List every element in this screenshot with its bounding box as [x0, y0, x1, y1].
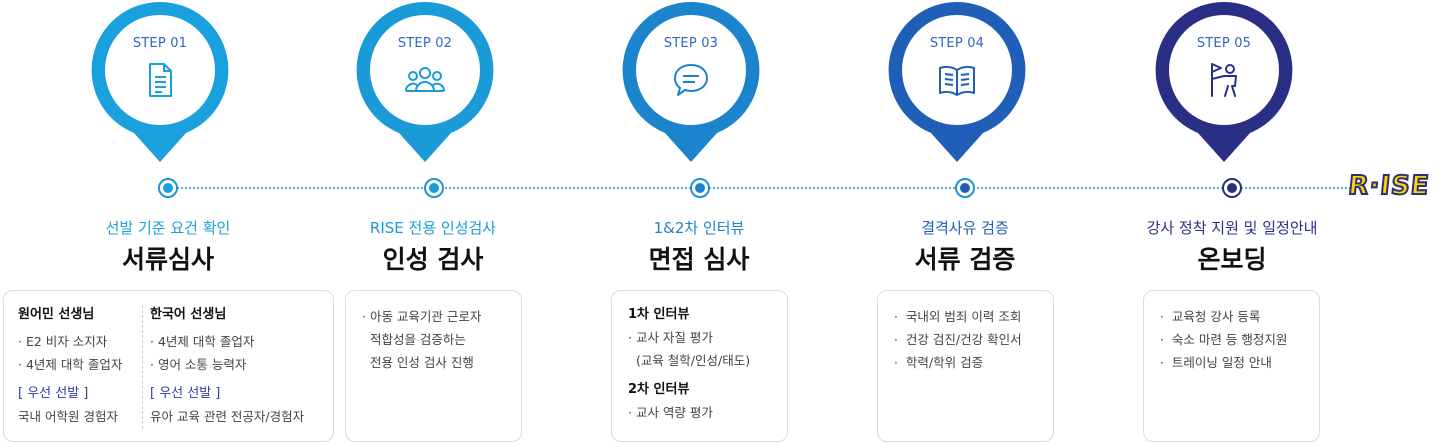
open-book-icon [937, 60, 977, 100]
step-5-subtitle: 강사 정착 지원 및 일정안내 [1146, 219, 1318, 237]
list-item: · 아동 교육기관 근로자 [362, 309, 482, 324]
step-2-title: 인성 검사 [382, 245, 484, 274]
list-item: · 교사 역량 평가 [628, 405, 713, 420]
step-4-card: · 국내외 범죄 이력 조회 · 건강 검진/건강 확인서 · 학력/학위 검증 [877, 290, 1054, 442]
korean-teacher-heading: 한국어 선생님 [150, 307, 227, 322]
document-icon [140, 60, 180, 100]
step-1-title: 서류심사 [121, 245, 214, 274]
step-3-subtitle: 1&2차 인터뷰 [653, 219, 745, 237]
step-4-pin: STEP 04 [887, 0, 1027, 165]
list-item: · 4년제 대학 졸업자 [18, 357, 123, 372]
step-3-label: STEP 03 [663, 36, 719, 51]
step-2-subtitle: RISE 전용 인성검사 [369, 219, 497, 237]
timeline-dotted-line [160, 187, 1355, 189]
step-3-title: 면접 심사 [648, 245, 750, 274]
step-5-timeline-dot [1222, 178, 1242, 198]
list-item: · 교사 자질 평가 [628, 330, 713, 345]
list-item: 전용 인성 검사 진행 [362, 355, 474, 370]
step-3-pin: STEP 03 [621, 0, 761, 165]
chat-bubble-icon [671, 60, 711, 100]
list-item: · E2 비자 소지자 [18, 334, 108, 349]
priority-text: 국내 어학원 경험자 [18, 409, 118, 424]
step-2-timeline-dot [424, 178, 444, 198]
list-item: · 학력/학위 검증 [894, 355, 984, 370]
step-5-label: STEP 05 [1196, 36, 1252, 51]
interview-2-heading: 2차 인터뷰 [628, 382, 690, 397]
step-3-card: 1차 인터뷰 · 교사 자질 평가 (교육 철학/인성/태도) 2차 인터뷰 ·… [611, 290, 788, 442]
column-divider [142, 305, 143, 429]
step-3-timeline-dot [690, 178, 710, 198]
korean-teacher-column: 한국어 선생님 · 4년제 대학 졸업자 · 영어 소통 능력자 [ 우선 선발… [150, 303, 304, 428]
list-item: · 교육청 강사 등록 [1160, 309, 1261, 324]
step-1-timeline-dot [158, 178, 178, 198]
list-item: · 트레이닝 일정 안내 [1160, 355, 1272, 370]
step-5-pin-shape [1155, 1, 1293, 162]
list-item: (교육 철학/인성/태도) [628, 353, 751, 368]
step-5-title: 온보딩 [1197, 245, 1267, 274]
step-2-pin: STEP 02 [355, 0, 495, 165]
native-teacher-column: 원어민 선생님 · E2 비자 소지자 · 4년제 대학 졸업자 [ 우선 선발… [18, 303, 122, 428]
list-item: · 국내외 범죄 이력 조회 [894, 309, 1022, 324]
list-item: 적합성을 검증하는 [362, 332, 466, 347]
priority-label: [ 우선 선발 ] [18, 386, 89, 401]
step-2-label: STEP 02 [397, 36, 453, 51]
step-1-label: STEP 01 [132, 36, 188, 51]
native-teacher-heading: 원어민 선생님 [18, 307, 95, 322]
step-5-card: · 교육청 강사 등록 · 숙소 마련 등 행정지원 · 트레이닝 일정 안내 [1143, 290, 1320, 442]
step-2-card: · 아동 교육기관 근로자 적합성을 검증하는 전용 인성 검사 진행 [345, 290, 522, 442]
rise-logo: R·ISE [1345, 168, 1437, 206]
step-5-pin: STEP 05 [1154, 0, 1294, 165]
step-4-label: STEP 04 [929, 36, 985, 51]
step-4-timeline-dot [955, 178, 975, 198]
step-1-pin: STEP 01 [90, 0, 230, 165]
list-item: · 숙소 마련 등 행정지원 [1160, 332, 1288, 347]
step-4-subtitle: 결격사유 검증 [921, 219, 1009, 237]
step-1-card: 원어민 선생님 · E2 비자 소지자 · 4년제 대학 졸업자 [ 우선 선발… [3, 290, 334, 442]
step-1-subtitle: 선발 기준 요건 확인 [105, 219, 231, 237]
list-item: · 영어 소통 능력자 [150, 357, 247, 372]
person-flag-icon [1204, 60, 1244, 100]
people-group-icon [405, 60, 445, 100]
step-4-title: 서류 검증 [914, 245, 1016, 274]
priority-label: [ 우선 선발 ] [150, 386, 221, 401]
list-item: · 4년제 대학 졸업자 [150, 334, 255, 349]
interview-1-heading: 1차 인터뷰 [628, 307, 690, 322]
priority-text: 유아 교육 관련 전공자/경험자 [150, 409, 305, 424]
list-item: · 건강 검진/건강 확인서 [894, 332, 1022, 347]
rise-logo-text: R·ISE [1346, 170, 1432, 202]
